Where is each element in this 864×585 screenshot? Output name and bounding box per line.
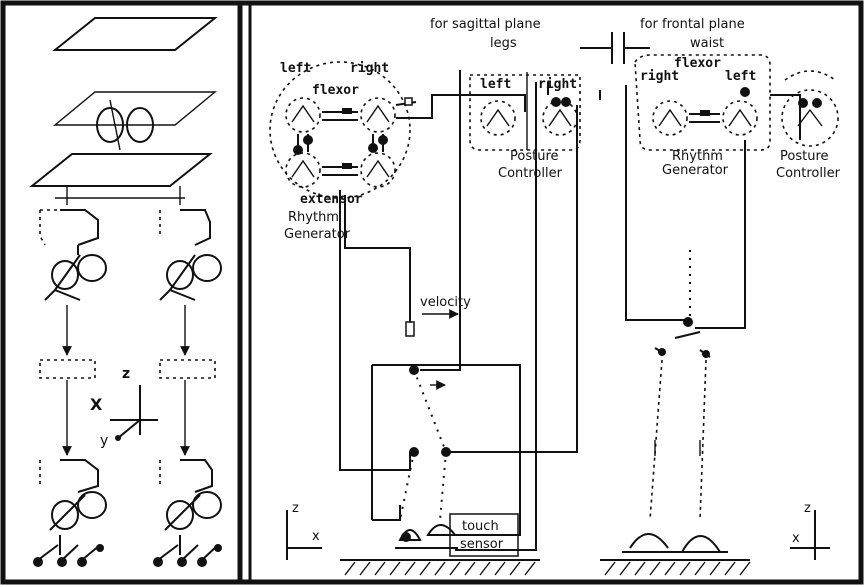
- ground-hatching-icon: [600, 560, 750, 575]
- motor-cylinder-icon: [160, 255, 221, 300]
- axis-z-front: z: [804, 501, 811, 516]
- rg-right-label: right: [350, 61, 389, 76]
- pc-posture-label: Posture: [510, 149, 559, 164]
- axis-label-y: y: [100, 433, 108, 449]
- waist-posture-controller: Posture Controller: [776, 71, 841, 181]
- axes-sagittal: z x: [287, 501, 322, 560]
- frontal-leg-model: [622, 250, 728, 552]
- neuron-left-extensor: [286, 153, 320, 187]
- motor-cylinder-icon: [50, 492, 106, 530]
- pc-left-label: left: [480, 77, 511, 92]
- motor-cylinder-icon: [45, 245, 106, 300]
- frontal-label: for frontal plane: [640, 17, 745, 32]
- velocity-label: velocity: [420, 295, 471, 310]
- axis-label-z: z: [122, 366, 130, 382]
- top-plate: [55, 18, 215, 50]
- rg-extensor-label: extensor: [300, 192, 363, 207]
- left-leg: [33, 210, 106, 567]
- pc-right-label: right: [538, 77, 577, 92]
- wpc-controller-label: Controller: [776, 166, 841, 181]
- sagittal-label: for sagittal plane: [430, 17, 541, 32]
- axis-label-X: X: [90, 395, 103, 414]
- waist-label: waist: [690, 36, 724, 51]
- outer-frame: [3, 3, 861, 582]
- axis-z-sag: z: [292, 501, 299, 516]
- wrg-flexor-label: flexor: [674, 56, 721, 71]
- neuron-waist-left: [723, 101, 757, 135]
- ground-hatching-icon: [340, 560, 540, 575]
- rg-rhythm-label: Rhythm: [288, 210, 339, 225]
- wrg-right-label: right: [640, 69, 679, 84]
- axes-frontal: z x: [790, 501, 830, 560]
- neuron-posture-right: [543, 101, 577, 135]
- sagittal-leg-model: [400, 365, 451, 520]
- controller-panel: for sagittal plane legs for frontal plan…: [270, 17, 841, 575]
- pc-controller-label: Controller: [498, 166, 563, 181]
- neuron-waist-right: [653, 101, 687, 135]
- rg-flexor-label: flexor: [312, 83, 359, 98]
- sensor-label: sensor: [460, 537, 504, 552]
- rg-left-label: left: [280, 61, 311, 76]
- neuron-posture-left: [481, 101, 515, 135]
- left-axes: X z y: [90, 366, 158, 449]
- hip-plate: [32, 154, 210, 186]
- touch-label: touch: [462, 519, 499, 534]
- neuron-right-extensor: [361, 153, 395, 187]
- mechanical-model-panel: X z y: [32, 18, 222, 567]
- neuron-right-flexor: [361, 98, 395, 132]
- axis-x-front: x: [792, 531, 800, 546]
- capacitor-separator-icon: [580, 32, 650, 64]
- wpc-posture-label: Posture: [780, 149, 829, 164]
- wrg-left-label: left: [725, 69, 756, 84]
- legs-label: legs: [490, 36, 517, 51]
- foot-icon: [33, 535, 104, 567]
- wrg-rhythm-label: Rhythm: [672, 149, 723, 164]
- right-leg: [153, 210, 222, 567]
- leg-rhythm-generator: left right flexor extensor Rhythm Genera…: [270, 61, 416, 242]
- foot-icon: [153, 535, 222, 567]
- motor-cylinder-icon: [165, 492, 221, 530]
- wrg-generator-label: Generator: [662, 163, 729, 178]
- waist-rhythm-generator: flexor right left Rhythm Generator: [635, 55, 770, 178]
- wiring: [340, 70, 800, 550]
- neuron-left-flexor: [286, 98, 320, 132]
- leg-posture-controller: left right Posture Controller: [470, 72, 580, 181]
- axis-x-sag: x: [312, 529, 320, 544]
